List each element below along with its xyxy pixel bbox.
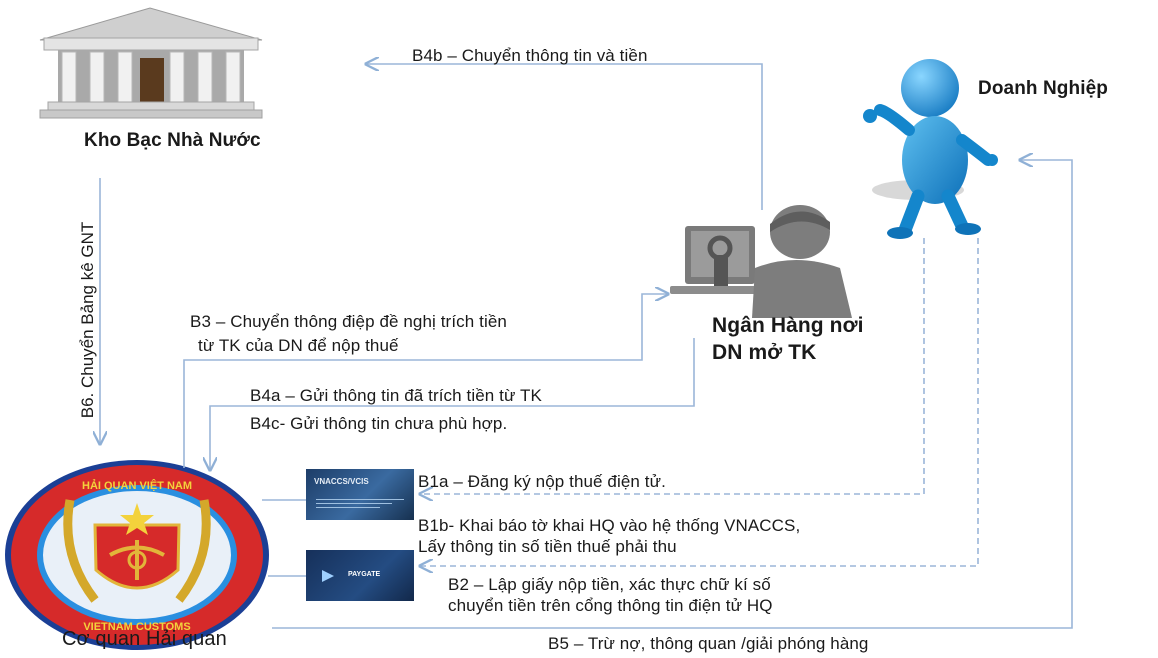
step-b4a-label: B4a – Gửi thông tin đã trích tiền từ TK	[250, 386, 542, 405]
treasury-building-icon	[39, 7, 263, 119]
step-b3-label-line2: từ TK của DN để nộp thuế	[198, 336, 399, 355]
bank-computer-icon	[670, 205, 852, 318]
step-b6-label: B6. Chuyển Bảng kê GNT	[78, 221, 97, 419]
vnaccs-logo: VNACCS/VCIS	[306, 469, 414, 520]
vnaccs-logo-text: VNACCS/VCIS	[314, 477, 369, 486]
step-b5-label: B5 – Trừ nợ, thông quan /giải phóng hàng	[548, 634, 869, 653]
customs-label: Cơ quan Hải quan	[62, 628, 227, 650]
bank-label-line1: Ngân Hàng nơi	[712, 314, 864, 337]
paygate-arrow-icon	[322, 570, 334, 582]
step-b2-label-line1: B2 – Lập giấy nộp tiền, xác thực chữ kí …	[448, 575, 771, 594]
arrow-b3	[183, 294, 668, 468]
enterprise-label: Doanh Nghiệp	[978, 78, 1108, 99]
step-b2-label-line2: chuyển tiền trên cổng thông tin điện tử …	[448, 596, 773, 615]
customs-emblem-icon	[5, 460, 269, 650]
arrow-b4a	[210, 338, 695, 470]
step-b4b-label: B4b – Chuyển thông tin và tiền	[412, 46, 648, 65]
step-b1b-label-line1: B1b- Khai báo tờ khai HQ vào hệ thống VN…	[418, 516, 801, 535]
customs-logo-top-text: HẢI QUAN VIỆT NAM	[82, 479, 192, 492]
enterprise-person-icon	[863, 59, 998, 239]
arrow-b4b	[366, 64, 763, 210]
step-b1b-label-line2: Lấy thông tin số tiền thuế phải thu	[418, 537, 677, 556]
step-b4c-label: B4c- Gửi thông tin chưa phù hợp.	[250, 414, 508, 433]
paygate-logo-text: PAYGATE	[348, 571, 381, 578]
bank-label-line2: DN mở TK	[712, 341, 817, 364]
customs-logo-bottom-text: VIETNAM CUSTOMS	[83, 621, 190, 633]
arrow-b5	[272, 160, 1073, 629]
treasury-label: Kho Bạc Nhà Nước	[84, 130, 261, 151]
step-b1a-label: B1a – Đăng ký nộp thuế điện tử.	[418, 472, 666, 491]
arrow-b2	[420, 238, 979, 566]
paygate-logo: PAYGATE	[306, 550, 414, 601]
arrow-b1a	[420, 238, 925, 494]
step-b3-label-line1: B3 – Chuyển thông điệp đề nghị trích tiề…	[190, 312, 507, 331]
